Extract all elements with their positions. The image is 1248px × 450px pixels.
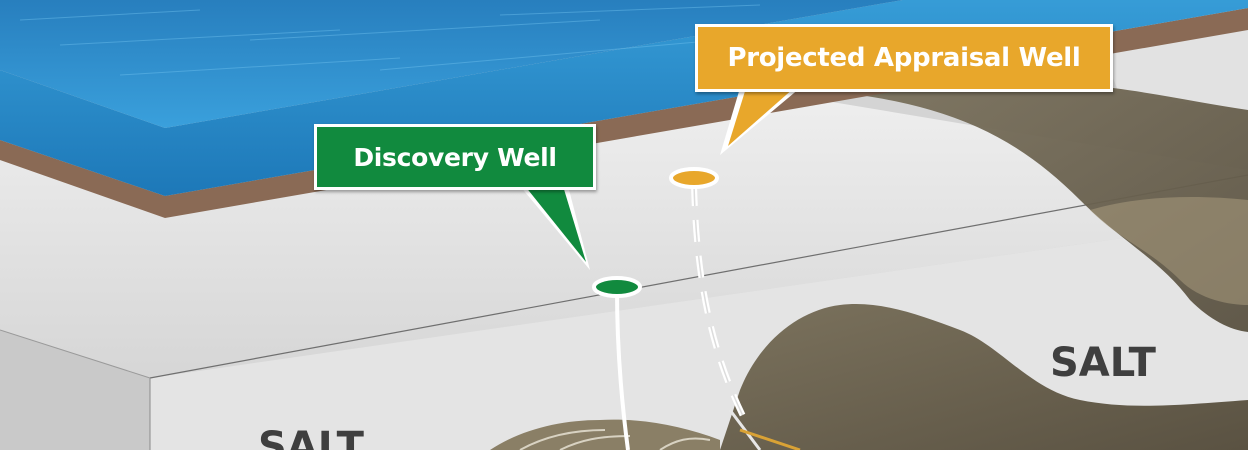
appraisal-well-label: Projected Appraisal Well	[727, 43, 1081, 73]
salt-label-right: SALT	[1050, 340, 1156, 386]
rock-body-top-light	[1090, 197, 1248, 305]
salt-label-left: SALT	[258, 424, 364, 450]
discovery-well-label: Discovery Well	[353, 142, 557, 172]
strata-wedge	[490, 409, 801, 450]
salt-top-surface	[0, 100, 1248, 378]
sea-top-surface	[0, 0, 1248, 128]
discovery-callout-pointer-fill	[525, 186, 586, 262]
appraisal-callout-pointer	[720, 88, 800, 155]
discovery-wellhead	[592, 276, 642, 298]
appraisal-well-callout: Projected Appraisal Well	[695, 24, 1113, 92]
appraisal-wellhead	[669, 167, 719, 189]
appraisal-callout-pointer-fill	[728, 88, 794, 146]
discovery-well-bore	[615, 289, 630, 450]
seabed-layer	[0, 8, 1248, 218]
block-edge-left	[0, 329, 151, 379]
salt-side-face	[0, 330, 150, 450]
discovery-well-callout: Discovery Well	[314, 124, 596, 190]
rock-body-top	[860, 80, 1248, 332]
discovery-callout-pointer	[520, 186, 590, 270]
rock-body-front	[720, 304, 1248, 450]
sea-ripples	[19, 4, 761, 76]
